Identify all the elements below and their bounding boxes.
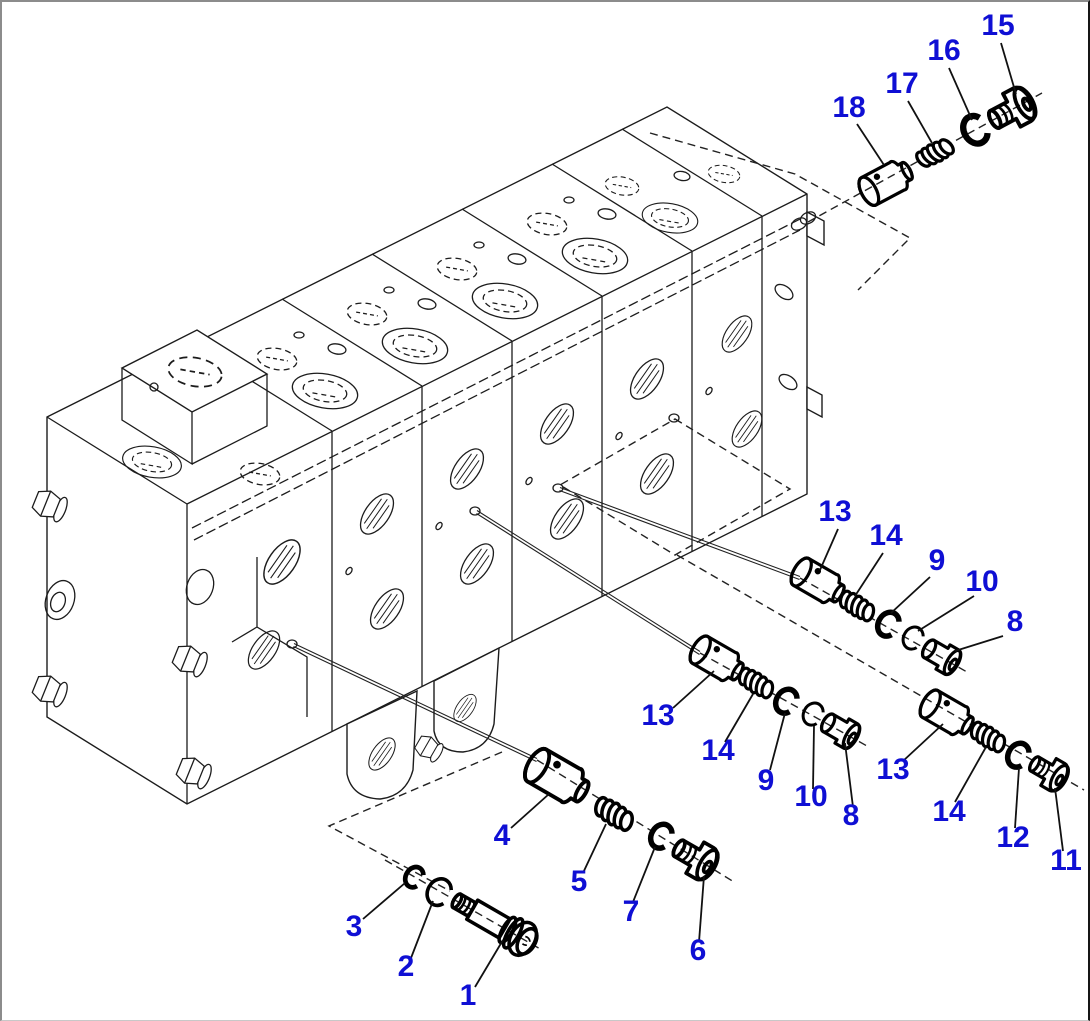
leader-line-c-13 bbox=[672, 670, 715, 709]
leader-line-e-5 bbox=[582, 823, 607, 874]
axis-group-f bbox=[384, 859, 543, 951]
section-dividers-front bbox=[331, 216, 763, 731]
callout-d-12: 12 bbox=[996, 821, 1029, 854]
callout-e-4: 4 bbox=[494, 819, 511, 852]
leader-line-a-17 bbox=[907, 100, 933, 144]
valve-body bbox=[29, 106, 825, 805]
leader-line-e-6 bbox=[698, 875, 705, 943]
part-8-plug bbox=[916, 632, 966, 679]
callout-a-15: 15 bbox=[981, 9, 1014, 42]
callout-a-16: 16 bbox=[927, 34, 960, 67]
part-2-washer bbox=[420, 872, 457, 911]
leader-line-c-10 bbox=[812, 725, 815, 790]
leader-line-f-1 bbox=[474, 939, 504, 988]
part-15-plug bbox=[980, 81, 1043, 140]
section-dividers-top bbox=[191, 128, 763, 432]
callout-b-14: 14 bbox=[869, 519, 903, 552]
callout-c-10: 10 bbox=[794, 780, 827, 813]
callout-f-1: 1 bbox=[460, 979, 477, 1012]
leader-line-d-14 bbox=[954, 746, 987, 803]
relief-valve-boss bbox=[790, 211, 817, 231]
part-18-valve bbox=[853, 153, 919, 211]
part-13-valve bbox=[914, 684, 980, 743]
part-9-ring bbox=[873, 608, 901, 639]
leader-line-f-3 bbox=[362, 882, 406, 920]
axis-group-d bbox=[676, 554, 1085, 791]
end-cover-bolts bbox=[29, 486, 215, 792]
leader-line-a-15 bbox=[1000, 42, 1017, 95]
leader-line-b-9 bbox=[890, 576, 931, 614]
part-1-bolt bbox=[443, 882, 545, 963]
leader-line-b-10 bbox=[917, 595, 975, 632]
leader-line-c-8 bbox=[844, 742, 854, 808]
callout-layer: 18 17 16 15 13 14 9 10 8 13 14 9 10 8 13 14 12 11 4 5 7 6 3 2 1 bbox=[346, 9, 1082, 1012]
callout-f-3: 3 bbox=[346, 910, 363, 943]
phantom-plane-mid bbox=[558, 418, 792, 556]
leader-line-c-14 bbox=[724, 693, 754, 743]
callout-c-13: 13 bbox=[641, 699, 674, 732]
top-ports bbox=[119, 162, 742, 489]
leader-line-a-18 bbox=[856, 123, 885, 166]
leader-line-d-13 bbox=[902, 723, 944, 762]
part-5-spring bbox=[587, 790, 641, 838]
callout-d-14: 14 bbox=[932, 795, 966, 828]
part-4-valve bbox=[517, 742, 597, 812]
part-14-spring bbox=[731, 661, 781, 705]
front-ports bbox=[241, 283, 798, 676]
part-11-plug bbox=[1022, 747, 1075, 797]
part-8-plug bbox=[815, 706, 865, 753]
end-cover-tabs bbox=[806, 210, 825, 419]
phantom-plane-top bbox=[649, 132, 912, 291]
part-17-spring bbox=[910, 132, 960, 174]
leader-line-d-11 bbox=[1054, 787, 1064, 852]
callout-e-5: 5 bbox=[571, 865, 588, 898]
leader-line-b-13 bbox=[819, 528, 839, 571]
callout-c-8: 8 bbox=[843, 799, 860, 832]
callout-b-8: 8 bbox=[1007, 605, 1024, 638]
callout-e-6: 6 bbox=[690, 934, 707, 967]
callout-d-13: 13 bbox=[876, 753, 909, 786]
leader-line-b-8 bbox=[954, 635, 1004, 652]
callout-a-18: 18 bbox=[832, 91, 865, 124]
axis-group-b bbox=[799, 577, 968, 673]
callout-c-14: 14 bbox=[701, 734, 735, 767]
leader-line-d-12 bbox=[1014, 767, 1020, 829]
callout-b-9: 9 bbox=[929, 544, 946, 577]
callout-c-9: 9 bbox=[758, 764, 775, 797]
leader-line-a-16 bbox=[948, 67, 973, 121]
mounting-feet bbox=[346, 646, 500, 800]
leader-line-b-14 bbox=[854, 552, 884, 597]
leader-line-c-9 bbox=[769, 712, 786, 771]
valve-body-outline bbox=[46, 106, 808, 805]
callout-f-2: 2 bbox=[398, 950, 415, 983]
callout-b-10: 10 bbox=[965, 565, 998, 598]
leader-line-e-4 bbox=[510, 793, 550, 829]
construction-lines bbox=[286, 92, 1085, 951]
part-12-ring bbox=[1003, 739, 1031, 770]
inlet-boss bbox=[120, 329, 269, 466]
axis-group-c bbox=[699, 652, 868, 747]
callout-e-7: 7 bbox=[623, 895, 640, 928]
leader-line-f-2 bbox=[410, 900, 434, 959]
callout-a-17: 17 bbox=[885, 67, 918, 100]
callout-d-11: 11 bbox=[1050, 844, 1082, 877]
callout-b-13: 13 bbox=[818, 495, 851, 528]
leader-line-e-7 bbox=[632, 846, 656, 903]
